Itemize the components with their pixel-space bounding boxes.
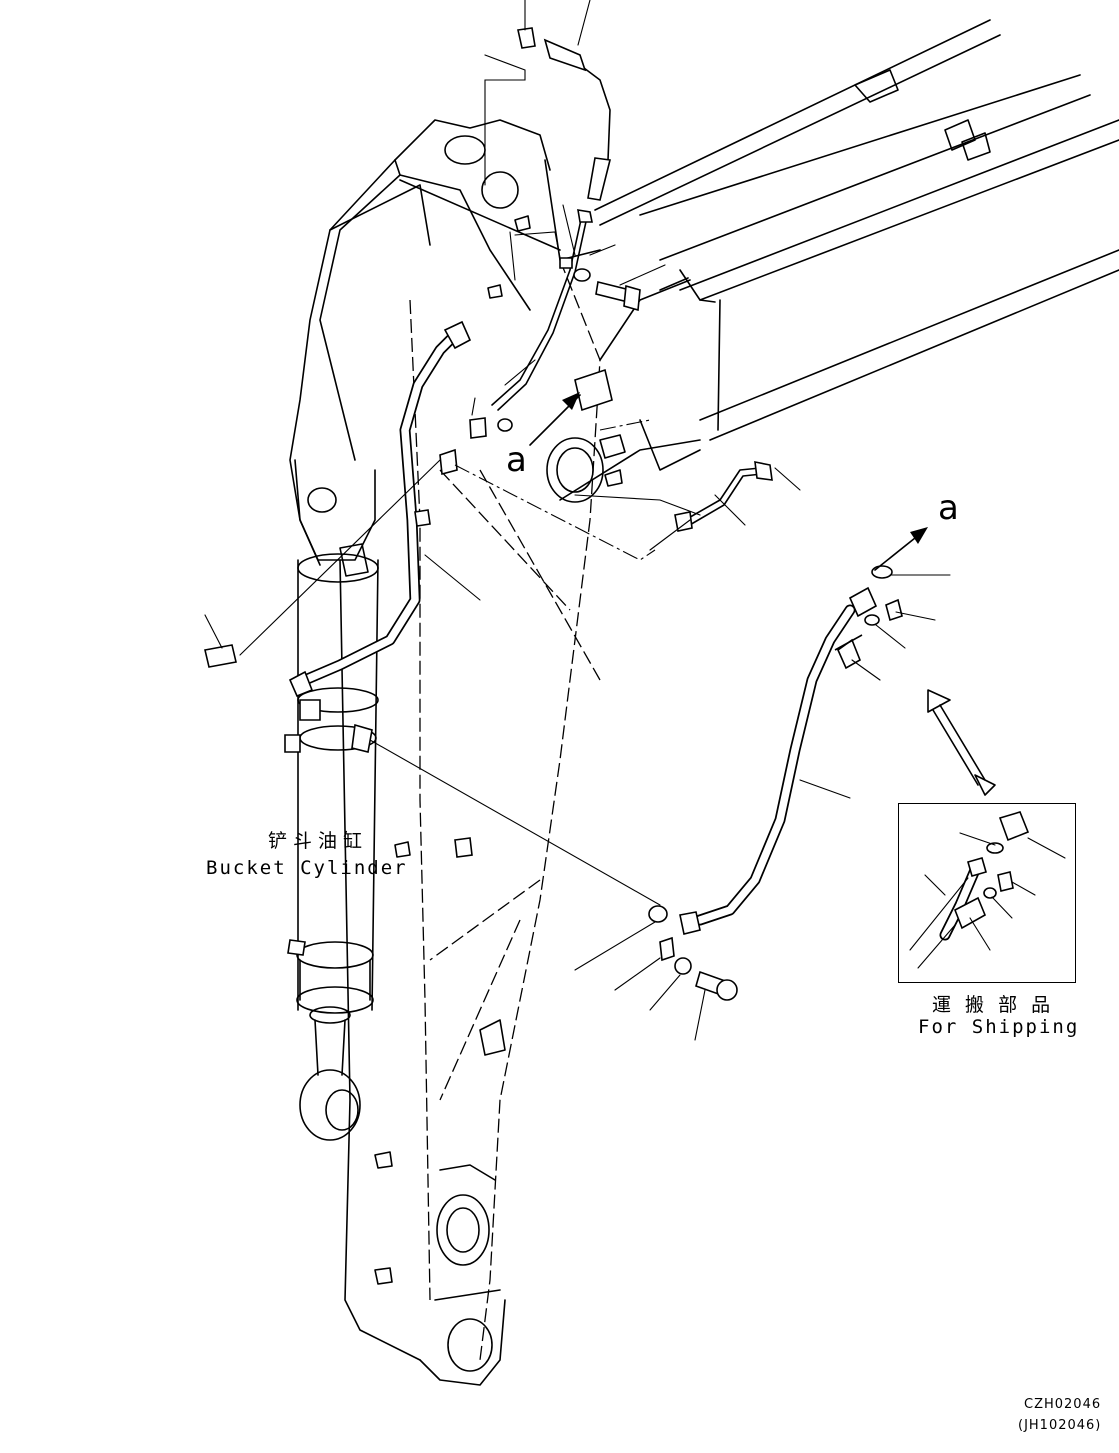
bucket-cylinder-label-cn: 铲斗油缸	[268, 830, 369, 852]
bucket-cylinder-label-en: Bucket Cylinder	[206, 857, 408, 879]
view-arrow-label-a-detail: a	[938, 488, 959, 528]
double-arrow-icon	[927, 689, 996, 796]
arm-hoses	[288, 27, 773, 698]
loose-parts	[204, 268, 641, 956]
drawing-number-sub: (JH102046)	[1018, 1418, 1102, 1433]
view-arrow-label-a: a	[506, 440, 527, 480]
leader-lines	[204, 0, 1066, 1041]
for-shipping-label-jp: 運 搬 部 品	[932, 994, 1055, 1016]
bucket-cylinder	[294, 459, 379, 1141]
detached-hose	[648, 565, 903, 1001]
view-arrow-icon	[529, 392, 928, 571]
shipping-detail-parts	[939, 811, 1030, 941]
for-shipping-label-en: For Shipping	[918, 1016, 1080, 1038]
boom-structure	[594, 19, 1119, 471]
drawing-number: CZH02046	[1024, 1397, 1102, 1412]
for-shipping-detail-box	[898, 803, 1076, 983]
